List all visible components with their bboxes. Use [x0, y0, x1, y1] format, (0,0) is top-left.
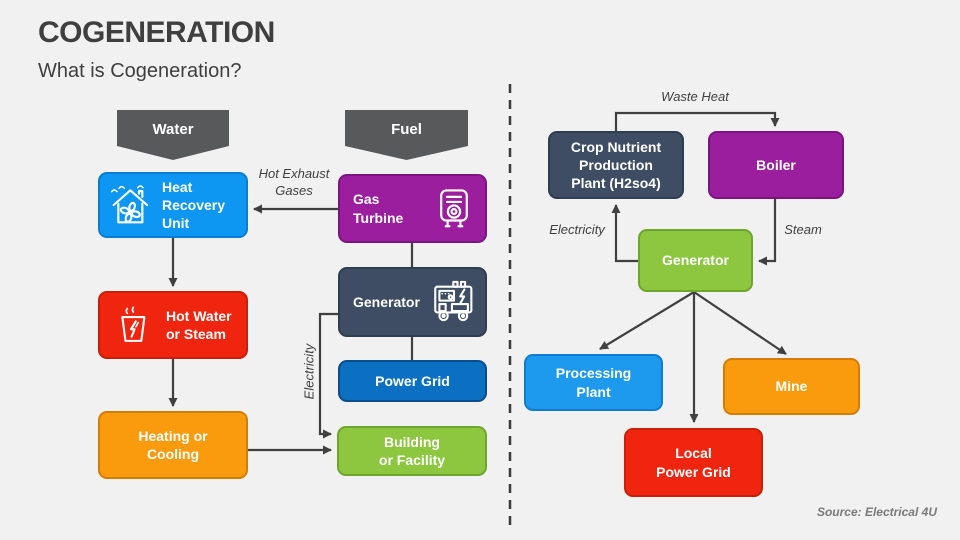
banner-fuel-label: Fuel [391, 121, 422, 138]
node-building-or-facility-label: Building or Facility [378, 433, 446, 468]
hot-water-icon [112, 303, 156, 347]
node-heating-or-cooling-label: Heating or Cooling [138, 427, 208, 462]
node-gas-turbine-label: Gas Turbine [353, 191, 404, 226]
node-power-grid-label: Power Grid [375, 372, 450, 389]
node-crop-nutrient-plant: Crop Nutrient Production Plant (H2so4) [548, 131, 684, 199]
node-local-power-grid-label: Local Power Grid [656, 445, 731, 480]
node-power-grid: Power Grid [338, 360, 487, 402]
node-hot-water-or-steam-label: Hot Water or Steam [166, 307, 232, 342]
heat-recovery-icon [107, 181, 155, 229]
node-local-power-grid: Local Power Grid [624, 428, 763, 497]
node-boiler-label: Boiler [756, 156, 796, 173]
node-generator-left: Generator [338, 267, 487, 337]
label-electricity-right: Electricity [549, 222, 605, 237]
label-electricity-left: Electricity [301, 343, 317, 400]
label-steam: Steam [784, 222, 822, 237]
node-mine-label: Mine [775, 378, 808, 395]
banner-water: Water [117, 110, 229, 160]
node-boiler: Boiler [708, 131, 844, 199]
node-generator-left-label: Generator [353, 293, 420, 310]
node-heating-or-cooling: Heating or Cooling [98, 411, 248, 479]
page-title: COGENERATION [38, 16, 275, 49]
gas-turbine-icon [431, 186, 477, 232]
node-hot-water-or-steam: Hot Water or Steam [98, 291, 248, 359]
node-heat-recovery-unit-label: Heat Recovery Unit [162, 178, 226, 232]
page-subtitle: What is Cogeneration? [38, 60, 242, 82]
node-crop-nutrient-plant-label: Crop Nutrient Production Plant (H2so4) [570, 138, 662, 192]
node-mine: Mine [723, 358, 860, 415]
banner-fuel: Fuel [345, 110, 468, 160]
node-processing-plant-label: Processing Plant [555, 365, 632, 400]
label-waste-heat: Waste Heat [661, 89, 729, 104]
source-credit: Source: Electrical 4U [816, 505, 937, 519]
node-gas-turbine: Gas Turbine [338, 174, 487, 243]
banner-water-label: Water [152, 121, 194, 138]
node-generator-right-label: Generator [662, 252, 729, 269]
node-heat-recovery-unit: Heat Recovery Unit [98, 172, 248, 238]
label-hot-exhaust-gases: Hot Exhaust Gases [258, 166, 330, 198]
generator-icon [429, 277, 479, 327]
node-processing-plant: Processing Plant [524, 354, 663, 411]
node-generator-right: Generator [638, 229, 753, 292]
node-building-or-facility: Building or Facility [337, 426, 487, 476]
